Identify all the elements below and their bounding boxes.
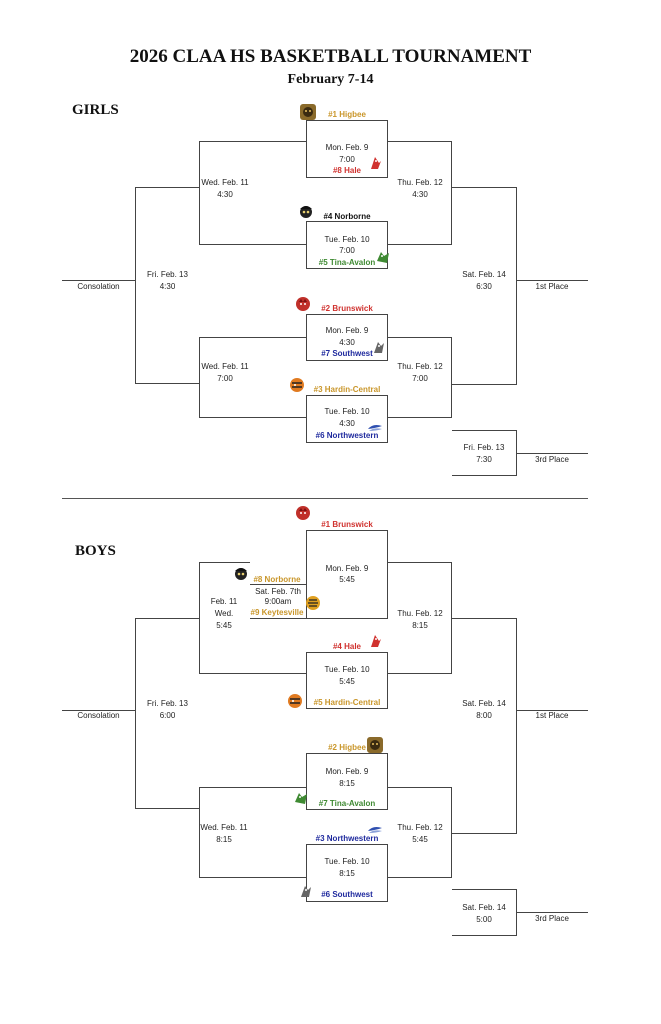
boys-playin-time: 9:00am	[264, 597, 292, 606]
girls-semi-top-time: 4:30	[412, 190, 428, 199]
boys-cons-top-date: Feb. 11	[210, 597, 238, 606]
girls-cons-bottom-time: 7:00	[217, 374, 233, 383]
boys-team-higbee: #2 Higbee	[328, 743, 366, 752]
girls-third-time: 7:30	[476, 455, 492, 464]
girls-team-brunswick: #2 Brunswick	[321, 304, 373, 313]
girls-game1-day: Mon. Feb. 9	[325, 143, 369, 152]
tina-avalon-logo-icon	[375, 249, 391, 265]
girls-third-day: Fri. Feb. 13	[463, 443, 505, 452]
girls-cons-final-day: Fri. Feb. 13	[147, 270, 188, 279]
southwest-logo-icon	[298, 884, 314, 900]
girls-final-time: 6:30	[476, 282, 492, 291]
higbee-logo-icon	[367, 737, 383, 753]
boys-cons-bottom-day: Wed. Feb. 11	[200, 823, 248, 832]
boys-semi-bottom-time: 5:45	[412, 835, 428, 844]
section-divider	[62, 498, 588, 499]
boys-cons-top-time: 5:45	[216, 621, 232, 630]
boys-team-hale: #4 Hale	[332, 642, 362, 651]
boys-game2-time: 5:45	[339, 677, 355, 686]
boys-team-hardin-central: #5 Hardin-Central	[313, 698, 381, 707]
girls-team-northwestern: #6 Northwestern	[315, 431, 379, 440]
northwestern-logo-icon	[367, 822, 383, 838]
brunswick-logo-icon	[295, 505, 311, 521]
boys-game1-day: Mon. Feb. 9	[325, 564, 369, 573]
boys-team-southwest: #6 Southwest	[321, 890, 373, 899]
boys-team-northwestern: #3 Northwestern	[315, 834, 379, 843]
hale-logo-icon	[367, 155, 383, 171]
boys-team-norborne: #8 Norborne	[253, 575, 301, 584]
girls-first-place: 1st Place	[535, 282, 569, 291]
girls-team-higbee: #1 Higbee	[328, 110, 366, 119]
boys-game4-time: 8:15	[339, 869, 355, 878]
girls-third-place: 3rd Place	[535, 455, 569, 464]
page-title: 2026 CLAA HS BASKETBALL TOURNAMENT	[129, 46, 532, 67]
girls-section-label: GIRLS	[72, 102, 119, 118]
girls-consolation-label: Consolation	[77, 282, 120, 291]
boys-game4-day: Tue. Feb. 10	[324, 857, 370, 866]
girls-cons-final-time: 4:30	[159, 282, 176, 291]
boys-final-day: Sat. Feb. 14	[462, 699, 506, 708]
boys-cons-top-weekday: Wed.	[214, 609, 234, 618]
page-subtitle: February 7-14	[287, 72, 374, 87]
boys-semi-top-time: 8:15	[412, 621, 428, 630]
boys-cons-final-day: Fri. Feb. 13	[147, 699, 188, 708]
boys-third-time: 5:00	[476, 915, 492, 924]
girls-cons-bottom-day: Wed. Feb. 11	[201, 362, 249, 371]
girls-game3-time: 4:30	[339, 338, 355, 347]
hardin-central-logo-icon	[289, 377, 305, 393]
girls-final-day: Sat. Feb. 14	[462, 270, 506, 279]
southwest-logo-icon	[371, 340, 387, 356]
keytesville-logo-icon	[305, 595, 321, 611]
girls-game3-day: Mon. Feb. 9	[325, 326, 369, 335]
boys-first-place: 1st Place	[535, 711, 569, 720]
boys-third-place: 3rd Place	[535, 914, 569, 923]
boys-semi-top-day: Thu. Feb. 12	[397, 609, 443, 618]
girls-semi-top-day: Thu. Feb. 12	[397, 178, 443, 187]
girls-team-tina-avalon: #5 Tina-Avalon	[318, 258, 376, 267]
girls-semi-bottom-day: Thu. Feb. 12	[397, 362, 443, 371]
boys-final-time: 8:00	[476, 711, 492, 720]
girls-game2-time: 7:00	[339, 246, 355, 255]
boys-consolation-label: Consolation	[77, 711, 120, 720]
girls-game1-time: 7:00	[339, 155, 355, 164]
northwestern-logo-icon	[367, 420, 383, 436]
boys-game3-day: Mon. Feb. 9	[325, 767, 369, 776]
girls-semi-bottom-time: 7:00	[412, 374, 428, 383]
boys-semi-bottom-day: Thu. Feb. 12	[397, 823, 443, 832]
girls-cons-top-time: 4:30	[217, 190, 233, 199]
girls-team-norborne: #4 Norborne	[323, 212, 371, 221]
girls-team-hardin-central: #3 Hardin-Central	[313, 385, 381, 394]
boys-third-day: Sat. Feb. 14	[462, 903, 506, 912]
boys-team-tina-avalon: #7 Tina-Avalon	[318, 799, 376, 808]
hardin-central-logo-icon	[287, 693, 303, 709]
boys-cons-bottom-time: 8:15	[216, 835, 232, 844]
boys-game3-time: 8:15	[339, 779, 355, 788]
boys-game2-day: Tue. Feb. 10	[324, 665, 370, 674]
boys-cons-final-time: 6:00	[159, 711, 176, 720]
boys-section-label: BOYS	[75, 543, 116, 559]
boys-team-brunswick: #1 Brunswick	[321, 520, 373, 529]
brunswick-logo-icon	[295, 296, 311, 312]
girls-game2-day: Tue. Feb. 10	[324, 235, 370, 244]
boys-playin-day: Sat. Feb. 7th	[255, 587, 301, 596]
girls-team-southwest: #7 Southwest	[321, 349, 373, 358]
norborne-logo-icon	[298, 203, 314, 219]
girls-game4-time: 4:30	[339, 419, 355, 428]
higbee-logo-icon	[300, 104, 316, 120]
tina-avalon-logo-icon	[293, 790, 309, 806]
girls-team-hale: #8 Hale	[332, 166, 362, 175]
girls-game4-day: Tue. Feb. 10	[324, 407, 370, 416]
boys-team-keytesville: #9 Keytesville	[250, 608, 304, 617]
norborne-logo-icon	[233, 565, 249, 581]
hale-logo-icon	[367, 633, 383, 649]
girls-cons-top-day: Wed. Feb. 11	[201, 178, 249, 187]
boys-game1-time: 5:45	[339, 575, 355, 584]
